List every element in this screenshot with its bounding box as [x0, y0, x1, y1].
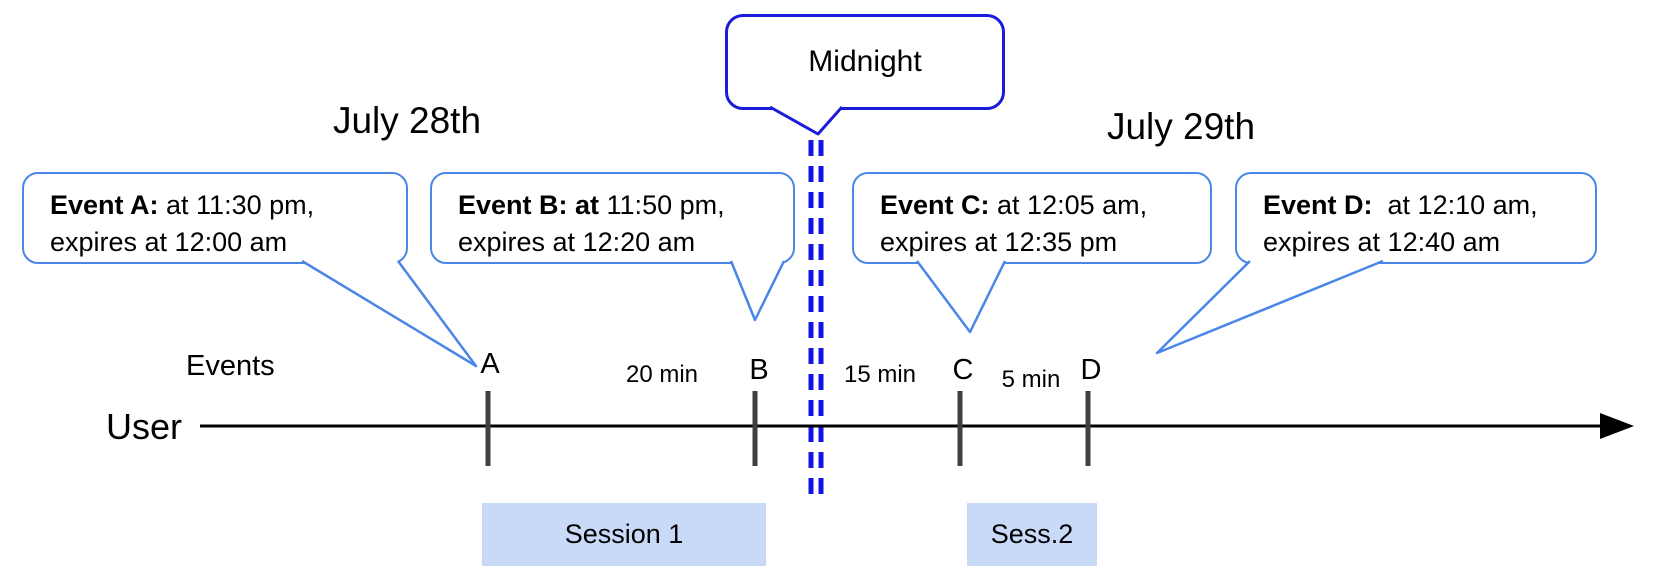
midnight-callout: Midnight	[725, 14, 1005, 110]
tick-label-a: A	[480, 348, 500, 380]
session-1-bar: Session 1	[482, 503, 766, 566]
gap-label-20min: 20 min	[625, 361, 699, 388]
date-label-july-29: July 29th	[1106, 106, 1256, 147]
event-b-line1: Event B: at 11:50 pm,	[458, 190, 725, 220]
event-c-pointer-tail	[915, 260, 1007, 334]
tick-label-c: C	[952, 354, 974, 386]
event-c-line2: expires at 12:35 pm	[880, 227, 1118, 257]
event-d-line2: expires at 12:40 am	[1263, 227, 1501, 257]
event-c-line1: Event C: at 12:05 am,	[880, 190, 1148, 220]
session-1-label: Session 1	[564, 519, 684, 549]
event-a-callout: Event A: at 11:30 pm, expires at 12:00 a…	[22, 172, 408, 264]
tick-label-b: B	[749, 354, 769, 386]
event-b-callout: Event B: at 11:50 pm, expires at 12:20 a…	[430, 172, 795, 264]
gap-label-5min: 5 min	[1001, 366, 1061, 393]
midnight-pointer-tail	[769, 105, 844, 136]
timeline-arrowhead	[1600, 413, 1634, 439]
event-d-callout: Event D: at 12:10 am, expires at 12:40 a…	[1235, 172, 1597, 264]
session-2-label: Sess.2	[990, 519, 1074, 549]
session-2-bar: Sess.2	[967, 503, 1097, 566]
events-axis-label: Events	[186, 350, 275, 382]
event-a-line2: expires at 12:00 am	[50, 227, 288, 257]
event-a-line1: Event A: at 11:30 pm,	[50, 190, 315, 220]
event-b-pointer-tail	[729, 260, 786, 322]
midnight-label: Midnight	[808, 45, 922, 78]
gap-label-15min: 15 min	[843, 361, 917, 388]
event-b-line2: expires at 12:20 am	[458, 227, 696, 257]
event-d-pointer-tail	[1155, 259, 1384, 355]
event-d-line1: Event D: at 12:10 am,	[1263, 190, 1538, 220]
event-a-pointer-tail	[301, 259, 478, 368]
user-axis-label: User	[106, 406, 183, 447]
tick-label-d: D	[1080, 354, 1102, 386]
event-c-callout: Event C: at 12:05 am, expires at 12:35 p…	[852, 172, 1212, 264]
date-label-july-28: July 28th	[332, 100, 482, 141]
